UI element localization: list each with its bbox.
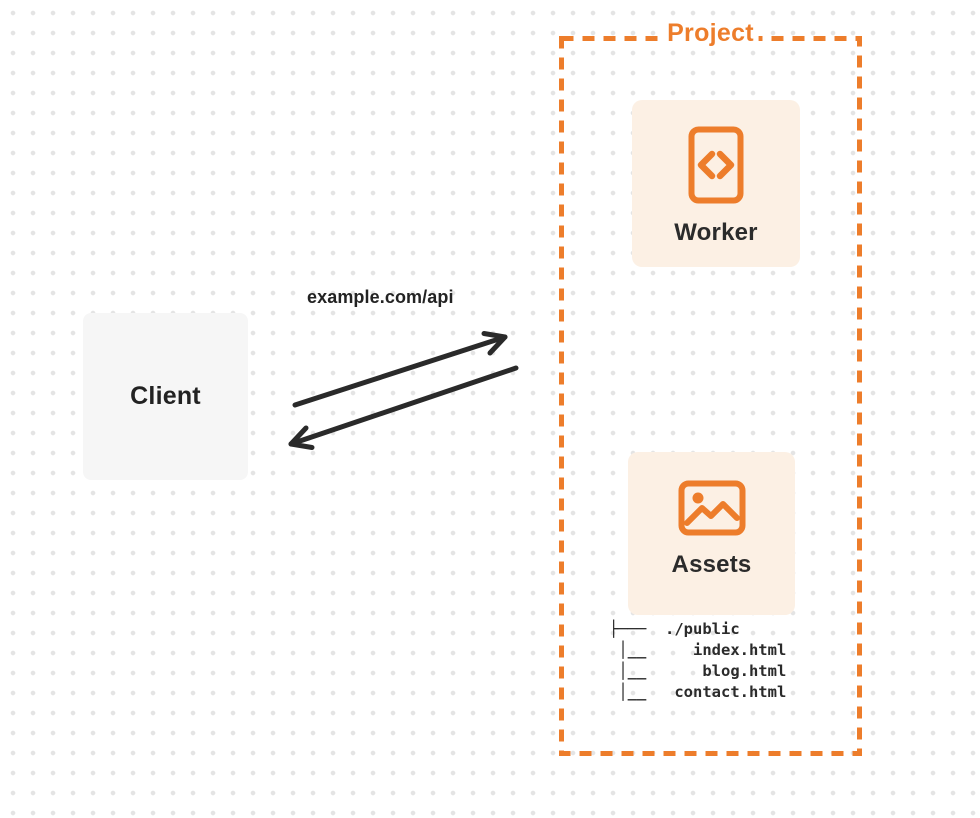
image-icon: [678, 480, 745, 536]
assets-node: Assets: [628, 452, 795, 615]
request-arrow: [292, 331, 508, 408]
project-label: Project: [662, 19, 759, 48]
request-url-label: example.com/api: [307, 287, 454, 307]
worker-label: Worker: [674, 219, 758, 246]
assets-file-tree: ├─── ./public │__ index.html │__ blog.ht…: [609, 620, 787, 701]
worker-node: Worker: [632, 100, 800, 267]
response-arrow: [288, 365, 519, 450]
project-boundary: Project: [559, 19, 862, 756]
client-label: Client: [130, 382, 201, 410]
code-file-icon: [688, 126, 744, 204]
client-node: Client: [83, 313, 248, 480]
assets-label: Assets: [671, 551, 752, 578]
